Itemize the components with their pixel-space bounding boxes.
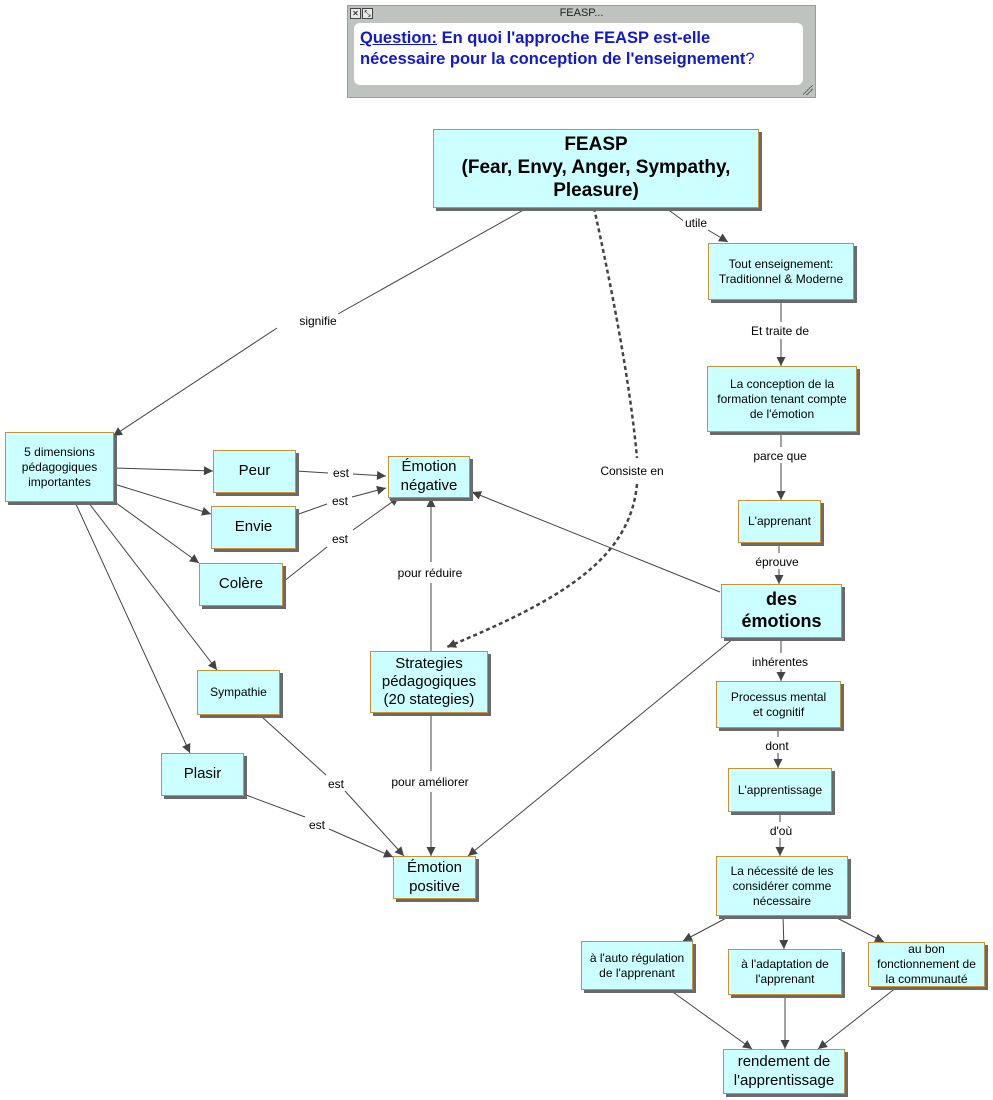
link-dimensions-envie <box>113 483 212 516</box>
question-box: Question: En quoi l'approche FEASP est-e… <box>354 23 803 85</box>
link-label-signifie[interactable]: signifie <box>297 313 339 329</box>
link-consiste-strategies <box>446 483 639 649</box>
concept-conception-formation[interactable]: La conception de la formation tenant com… <box>707 366 857 432</box>
concept-strategies[interactable]: Strategies pédagogiques (20 stategies) <box>370 651 488 713</box>
link-label-est-colere[interactable]: est <box>329 531 351 547</box>
link-label-dont[interactable]: dont <box>763 738 791 754</box>
link-plasir-est <box>245 794 306 818</box>
concept-adaptation[interactable]: à l'adaptation de l'apprenant <box>728 949 842 995</box>
link-bonfonct-rendement <box>817 986 898 1050</box>
question-label: Question: <box>360 29 437 47</box>
concept-apprenant[interactable]: L'apprenant <box>738 500 821 543</box>
concept-emotion-positive[interactable]: Émotion positive <box>393 856 476 899</box>
question-text-part2: est-elle nécessaire pour la conception d… <box>360 29 746 68</box>
question-text-part1: En quoi l'approche <box>437 29 595 47</box>
link-label-est-envie[interactable]: est <box>329 493 351 509</box>
link-est-emoneg-1 <box>352 470 387 480</box>
link-label-eprouve[interactable]: éprouve <box>753 554 801 570</box>
link-autoreg-rendement <box>669 989 753 1050</box>
question-window: ✕ ⤡ FEASP... Question: En quoi l'approch… <box>347 5 816 98</box>
link-feasp-consiste <box>592 207 639 459</box>
link-est-emoneg-2 <box>351 485 387 498</box>
concept-apprentissage[interactable]: L'apprentissage <box>728 768 832 812</box>
link-necessite-bonfonct <box>832 915 885 943</box>
link-dimensions-plasir <box>74 501 191 754</box>
concept-sympathie[interactable]: Sympathie <box>197 670 280 715</box>
link-dimensions-sympathie <box>87 501 218 671</box>
link-dimensions-colere <box>111 499 200 564</box>
link-signifie-dimensions <box>112 327 278 437</box>
link-label-pour-ameliorer[interactable]: pour améliorer <box>389 774 471 790</box>
link-label-et-traite-de[interactable]: Et traite de <box>748 323 812 339</box>
concept-envie[interactable]: Envie <box>211 506 296 549</box>
link-necessite-adaptation <box>779 915 789 950</box>
link-necessite-autoreg <box>682 915 731 942</box>
concept-des-emotions[interactable]: des émotions <box>721 584 842 638</box>
link-label-est-sympathie[interactable]: est <box>325 776 347 792</box>
link-est-emopos-1 <box>344 790 405 857</box>
question-mark: ? <box>745 50 755 68</box>
link-peur-est <box>295 470 329 474</box>
link-utile-toutens <box>707 229 729 243</box>
concept-plasir[interactable]: Plasir <box>161 753 244 796</box>
question-text-emph: FEASP <box>594 29 649 47</box>
link-feasp-signifie <box>337 207 528 315</box>
resize-grip-icon[interactable] <box>803 85 813 95</box>
link-label-utile[interactable]: utile <box>682 215 710 231</box>
concept-processus-mental[interactable]: Processus mental et cognitif <box>716 681 841 728</box>
concept-5-dimensions[interactable]: 5 dimensions pédagogiques importantes <box>5 432 114 502</box>
link-emotions-emoneg <box>471 491 721 593</box>
link-dimensions-peur <box>113 466 214 476</box>
link-label-consiste-en[interactable]: Consiste en <box>598 463 666 479</box>
concept-peur[interactable]: Peur <box>213 450 296 493</box>
link-label-pour-reduire[interactable]: pour réduire <box>395 565 465 581</box>
concept-colere[interactable]: Colère <box>199 563 283 606</box>
concept-necessite[interactable]: La nécessité de les considérer comme néc… <box>716 856 848 916</box>
link-label-inherentes[interactable]: inhérentes <box>749 654 811 670</box>
link-label-parce-que[interactable]: parce que <box>751 448 809 464</box>
link-label-est-plasir[interactable]: est <box>306 817 328 833</box>
concept-tout-enseignement[interactable]: Tout enseignement: Traditionnel & Modern… <box>708 243 854 300</box>
link-sympathie-est <box>261 716 327 776</box>
close-icon[interactable]: ✕ <box>350 8 361 19</box>
concept-bon-fonctionnement[interactable]: au bon fonctionnement de la communauté <box>868 942 985 987</box>
resize-toggle-icon[interactable]: ⤡ <box>362 8 373 19</box>
concept-rendement[interactable]: rendement de l'apprentissage <box>723 1049 845 1094</box>
link-colere-est <box>282 546 328 583</box>
concept-auto-regulation[interactable]: à l'auto régulation de l'apprenant <box>581 941 693 990</box>
concept-emotion-negative[interactable]: Émotion négative <box>388 456 470 498</box>
link-est-emoneg-3 <box>352 496 400 531</box>
link-est-emopos-2 <box>328 828 394 858</box>
link-emotions-emopos <box>467 637 735 857</box>
concept-feasp[interactable]: FEASP (Fear, Envy, Anger, Sympathy, Plea… <box>433 129 759 208</box>
link-feasp-utile <box>665 207 686 223</box>
link-label-dou[interactable]: d'où <box>767 823 795 839</box>
question-window-title: FEASP... <box>559 7 604 19</box>
link-envie-est <box>295 503 328 516</box>
link-label-est-peur[interactable]: est <box>330 465 352 481</box>
